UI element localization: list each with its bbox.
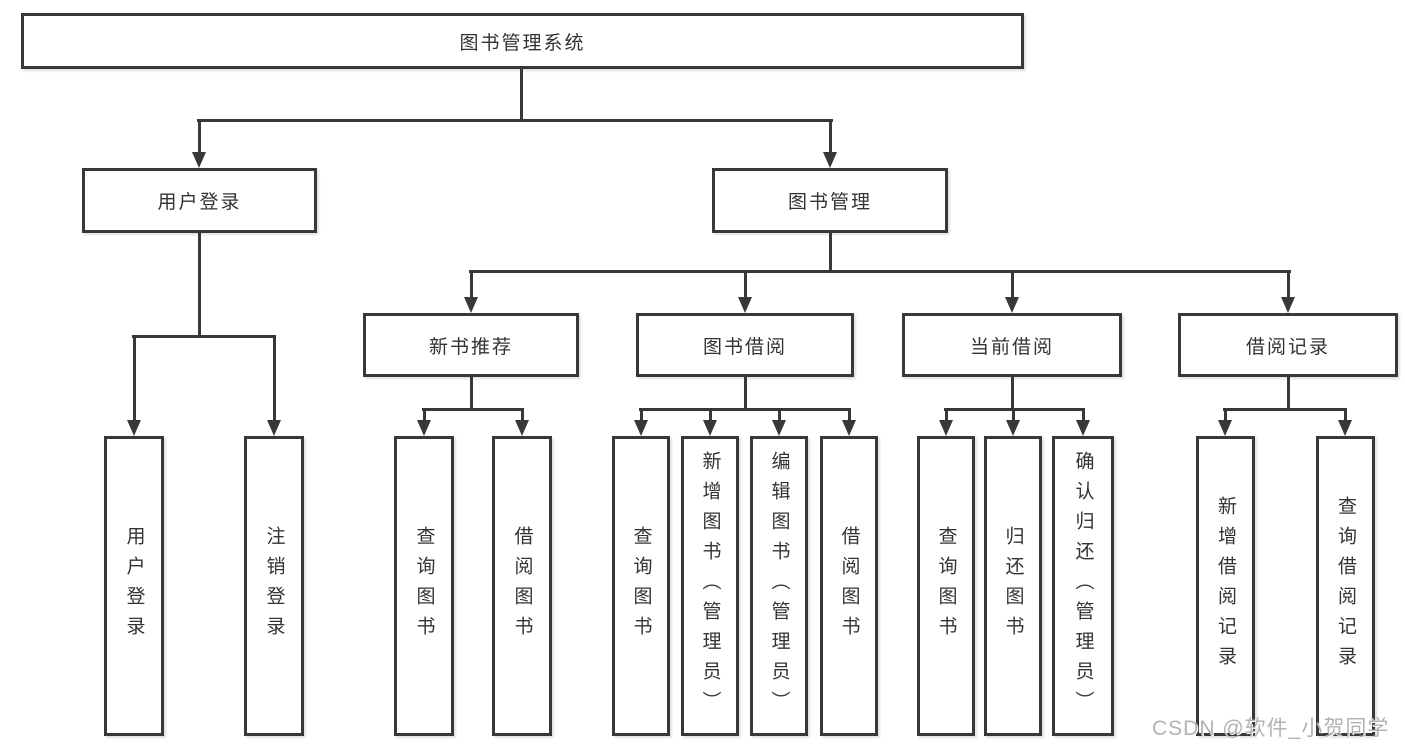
connector-user-login-stem bbox=[198, 233, 201, 335]
leaf-bb-borrow-books: 借阅图书 bbox=[820, 436, 878, 736]
connector-to-leaf bbox=[423, 408, 426, 422]
csdn-watermark: CSDN @软件_小贺同学 bbox=[1152, 717, 1390, 740]
connector-borrow-records-split bbox=[1223, 408, 1347, 411]
arrow-down-icon bbox=[1338, 420, 1352, 436]
arrow-down-icon bbox=[634, 420, 648, 436]
connector-book-borrow-split bbox=[639, 408, 851, 411]
connector-to-user-login bbox=[198, 119, 201, 154]
connector-to-leaf-user-login bbox=[133, 335, 136, 422]
leaf-bb-query-books: 查询图书 bbox=[612, 436, 670, 736]
connector-root-stem bbox=[520, 69, 523, 119]
connector-to-leaf-logout bbox=[273, 335, 276, 422]
arrow-down-icon bbox=[939, 420, 953, 436]
arrow-down-icon bbox=[1076, 420, 1090, 436]
node-book-management-label: 图书管理 bbox=[787, 192, 872, 213]
connector-book-borrow-stem bbox=[744, 377, 747, 408]
leaf-cb-confirm-return-admin-label: 确认归还（管理员） bbox=[1072, 451, 1094, 721]
leaf-cb-return-books-label: 归还图书 bbox=[1002, 526, 1024, 646]
arrow-down-icon bbox=[464, 297, 478, 313]
node-borrow-records: 借阅记录 bbox=[1178, 313, 1398, 377]
arrow-down-icon bbox=[772, 420, 786, 436]
leaf-nb-borrow-books-label: 借阅图书 bbox=[511, 526, 533, 646]
connector-to-leaf bbox=[1224, 408, 1227, 422]
connector-to-leaf bbox=[1344, 408, 1347, 422]
arrow-down-icon bbox=[1006, 420, 1020, 436]
leaf-br-query-record: 查询借阅记录 bbox=[1316, 436, 1375, 736]
arrow-down-icon bbox=[1218, 420, 1232, 436]
leaf-br-add-record-label: 新增借阅记录 bbox=[1215, 496, 1236, 676]
node-borrow-records-label: 借阅记录 bbox=[1245, 336, 1330, 358]
connector-borrow-records-stem bbox=[1287, 377, 1290, 408]
leaf-br-add-record: 新增借阅记录 bbox=[1196, 436, 1255, 736]
connector-new-book-split bbox=[422, 408, 524, 411]
node-book-borrow: 图书借阅 bbox=[636, 313, 854, 377]
leaf-user-login: 用户登录 bbox=[104, 436, 164, 736]
arrow-down-icon bbox=[127, 420, 141, 436]
arrow-down-icon bbox=[842, 420, 856, 436]
node-new-book-recommend-label: 新书推荐 bbox=[428, 336, 513, 358]
node-root-label: 图书管理系统 bbox=[459, 32, 586, 54]
connector-user-login-split bbox=[132, 335, 276, 338]
connector-to-book-management bbox=[829, 119, 832, 154]
node-book-management: 图书管理 bbox=[712, 168, 948, 233]
leaf-logout-label: 注销登录 bbox=[263, 526, 285, 646]
leaf-bb-borrow-books-label: 借阅图书 bbox=[838, 526, 860, 646]
arrow-down-icon bbox=[703, 420, 717, 436]
connector-to-leaf bbox=[778, 408, 781, 422]
connector-to-leaf bbox=[521, 408, 524, 422]
node-root: 图书管理系统 bbox=[21, 13, 1024, 69]
connector-to-current-borrow bbox=[1011, 270, 1014, 299]
arrow-down-icon bbox=[192, 152, 206, 168]
leaf-bb-add-books-admin: 新增图书（管理员） bbox=[681, 436, 739, 736]
connector-to-leaf bbox=[848, 408, 851, 422]
leaf-nb-borrow-books: 借阅图书 bbox=[492, 436, 552, 736]
connector-to-borrow-records bbox=[1287, 270, 1290, 299]
connector-to-leaf bbox=[1082, 408, 1085, 422]
node-current-borrow-label: 当前借阅 bbox=[969, 336, 1054, 358]
connector-to-leaf bbox=[1012, 408, 1015, 422]
leaf-nb-query-books: 查询图书 bbox=[394, 436, 454, 736]
connector-to-leaf bbox=[709, 408, 712, 422]
arrow-down-icon bbox=[515, 420, 529, 436]
leaf-user-login-label: 用户登录 bbox=[123, 526, 145, 646]
leaf-bb-edit-books-admin-label: 编辑图书（管理员） bbox=[768, 451, 790, 721]
arrow-down-icon bbox=[417, 420, 431, 436]
leaf-nb-query-books-label: 查询图书 bbox=[413, 526, 435, 646]
node-user-login: 用户登录 bbox=[82, 168, 317, 233]
connector-to-leaf bbox=[945, 408, 948, 422]
node-book-borrow-label: 图书借阅 bbox=[702, 336, 787, 358]
connector-current-borrow-stem bbox=[1011, 377, 1014, 408]
leaf-bb-add-books-admin-label: 新增图书（管理员） bbox=[699, 451, 721, 721]
connector-new-book-stem bbox=[470, 377, 473, 408]
connector-book-mgmt-stem bbox=[829, 233, 832, 270]
connector-to-book-borrow bbox=[744, 270, 747, 299]
leaf-cb-query-books: 查询图书 bbox=[917, 436, 975, 736]
leaf-cb-return-books: 归还图书 bbox=[984, 436, 1042, 736]
connector-root-split bbox=[197, 119, 833, 122]
node-user-login-label: 用户登录 bbox=[157, 192, 242, 213]
node-current-borrow: 当前借阅 bbox=[902, 313, 1122, 377]
leaf-cb-confirm-return-admin: 确认归还（管理员） bbox=[1052, 436, 1114, 736]
leaf-bb-query-books-label: 查询图书 bbox=[630, 526, 652, 646]
node-new-book-recommend: 新书推荐 bbox=[363, 313, 579, 377]
arrow-down-icon bbox=[1281, 297, 1295, 313]
leaf-br-query-record-label: 查询借阅记录 bbox=[1335, 496, 1356, 676]
arrow-down-icon bbox=[738, 297, 752, 313]
arrow-down-icon bbox=[267, 420, 281, 436]
connector-book-mgmt-split bbox=[469, 270, 1291, 273]
leaf-bb-edit-books-admin: 编辑图书（管理员） bbox=[750, 436, 808, 736]
leaf-logout: 注销登录 bbox=[244, 436, 304, 736]
arrow-down-icon bbox=[823, 152, 837, 168]
leaf-cb-query-books-label: 查询图书 bbox=[935, 526, 957, 646]
connector-to-new-book bbox=[470, 270, 473, 299]
arrow-down-icon bbox=[1005, 297, 1019, 313]
connector-to-leaf bbox=[640, 408, 643, 422]
